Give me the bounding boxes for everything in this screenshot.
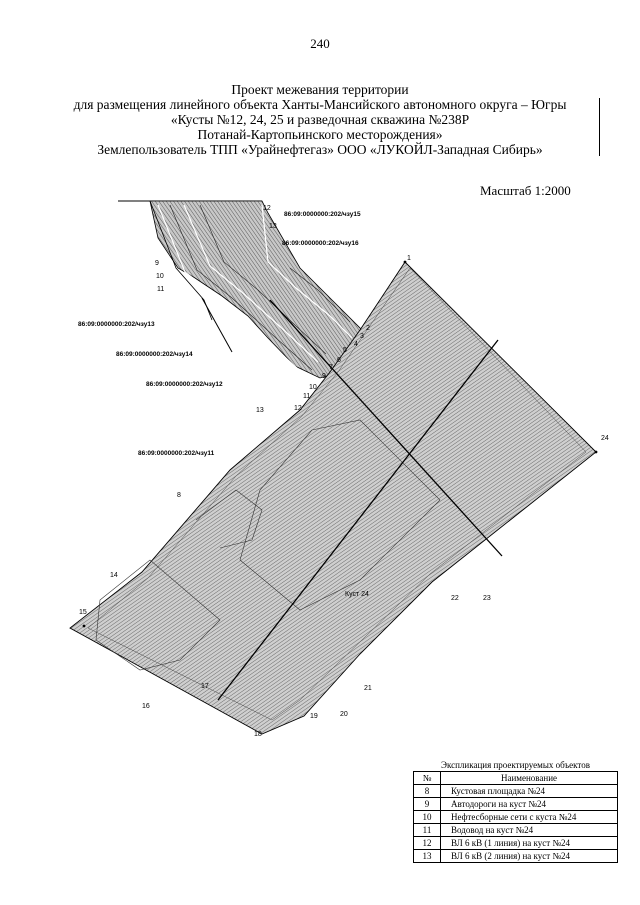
boundary-point-label: 12 <box>294 405 302 412</box>
cadastral-label: 86:09:0000000:202/чзу16 <box>282 240 359 247</box>
pad-inner-outline <box>95 559 221 671</box>
corridor-line <box>169 204 313 371</box>
boundary-point-label: 8 <box>177 492 181 499</box>
pad-label: Куст 24 <box>345 591 369 598</box>
cadastral-label: 86:09:0000000:202/чзу15 <box>284 211 361 218</box>
boundary-point-label: 14 <box>110 572 118 579</box>
corridor-line <box>289 267 351 323</box>
boundary-point-label: 23 <box>483 595 491 602</box>
cell-name: ВЛ 6 кВ (2 линия) на куст №24 <box>440 849 618 863</box>
title-line: Проект межевания территории <box>231 82 409 97</box>
boundary-point-marker <box>82 624 86 628</box>
table-row: 13 ВЛ 6 кВ (2 линия) на куст №24 <box>413 849 618 863</box>
boundary-point-label: 18 <box>254 731 262 738</box>
table-row: 10 Нефтесборные сети с куста №24 <box>413 810 618 824</box>
boundary-point-label: 19 <box>310 713 318 720</box>
explication-caption: Экспликация проектируемых объектов <box>441 760 590 770</box>
boundary-point-label: 16 <box>142 703 150 710</box>
table-row: 8 Кустовая площадка №24 <box>413 784 618 798</box>
cadastral-label: 86:09:0000000:202/чзу11 <box>138 450 215 457</box>
corridor-edge <box>149 200 213 321</box>
cell-no: 8 <box>413 784 441 798</box>
boundary-point-label: 21 <box>364 685 372 692</box>
page-number: 240 <box>310 36 330 51</box>
corridor-line <box>199 204 327 355</box>
corridor-label: 10 <box>156 273 164 280</box>
boundary-point-label: 3 <box>360 333 364 340</box>
power-line <box>217 339 499 701</box>
boundary-point-label: 24 <box>601 435 609 442</box>
title-line: «Кусты №12, 24, 25 и разведочная скважин… <box>170 112 470 127</box>
cell-name: Кустовая площадка №24 <box>440 784 618 798</box>
cell-name: Автодороги на куст №24 <box>440 797 618 811</box>
boundary-point-marker <box>594 450 598 454</box>
corridor-line <box>261 204 353 339</box>
title-line: для размещения линейного объекта Ханты-М… <box>73 97 567 112</box>
explication-table: Экспликация проектируемых объектов № Наи… <box>413 760 618 863</box>
corridor-label: 12 <box>263 205 271 212</box>
cell-no: 10 <box>413 810 441 824</box>
boundary-point-label: 4 <box>354 341 358 348</box>
boundary-point-label: 20 <box>340 711 348 718</box>
boundary-points: 1 2 3 4 5 6 7 8 9 10 11 12 13 14 15 16 1… <box>79 255 609 738</box>
cell-name: Нефтесборные сети с куста №24 <box>440 810 618 824</box>
scale-label: Масштаб 1:2000 <box>480 183 571 198</box>
boundary-point-label: 13 <box>256 407 264 414</box>
cell-no: 9 <box>413 797 441 811</box>
boundary-point-label: 17 <box>201 683 209 690</box>
table-header-row: № Наименование <box>413 771 618 785</box>
document-title: Проект межевания территории для размещен… <box>40 82 600 157</box>
pad-area <box>69 261 597 735</box>
corridor-line <box>183 204 319 363</box>
boundary-point-label: 1 <box>407 255 411 262</box>
boundary-point-label: 7 <box>329 364 333 371</box>
explication-grid: № Наименование 8 Кустовая площадка №24 9… <box>413 771 618 863</box>
power-line <box>269 299 503 557</box>
boundary-point-label: 15 <box>79 609 87 616</box>
cadastral-label: 86:09:0000000:202/чзу13 <box>78 321 155 328</box>
boundary-point-label: 10 <box>309 384 317 391</box>
boundary-point-label: 5 <box>343 347 347 354</box>
boundary-point-label: 22 <box>451 595 459 602</box>
corridor-label: 13 <box>269 223 277 230</box>
margin-line <box>599 98 600 156</box>
cell-no: 12 <box>413 836 441 850</box>
corridor-label: 9 <box>155 260 159 267</box>
boundary-point-label: 2 <box>366 325 370 332</box>
power-line <box>201 297 233 353</box>
boundary-point-label: 6 <box>337 357 341 364</box>
corridor-line <box>157 204 309 379</box>
boundary-point-marker <box>403 260 407 264</box>
column-header-name: Наименование <box>440 771 618 785</box>
column-header-no: № <box>413 771 441 785</box>
cell-no: 13 <box>413 849 441 863</box>
table-row: 12 ВЛ 6 кВ (1 линия) на куст №24 <box>413 836 618 850</box>
corridor-label: 11 <box>157 286 164 293</box>
table-row: 11 Водовод на куст №24 <box>413 823 618 837</box>
cell-name: Водовод на куст №24 <box>440 823 618 837</box>
title-line: Потанай-Картопьинского месторождения» <box>197 127 443 142</box>
cell-name: ВЛ 6 кВ (1 линия) на куст №24 <box>440 836 618 850</box>
table-row: 9 Автодороги на куст №24 <box>413 797 618 811</box>
cell-no: 11 <box>413 823 441 837</box>
cadastral-label: 86:09:0000000:202/чзу12 <box>146 381 223 388</box>
title-line: Землепользователь ТПП «Урайнефтегаз» ООО… <box>97 142 543 157</box>
pad-inner-outline <box>195 489 263 549</box>
boundary-point-label: 9 <box>322 373 326 380</box>
pad-inner-outline <box>239 419 441 611</box>
cadastral-label: 86:09:0000000:202/чзу14 <box>116 351 193 358</box>
boundary-point-label: 11 <box>303 393 310 400</box>
